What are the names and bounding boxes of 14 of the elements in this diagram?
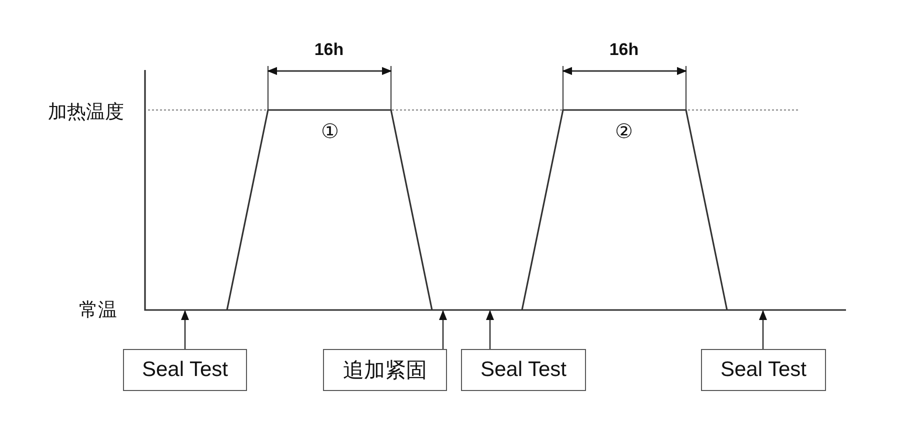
callout-number: ② <box>615 119 633 143</box>
arrow <box>439 310 447 349</box>
axis-label: 常温 <box>79 299 117 323</box>
arrow <box>759 310 767 349</box>
label-box: Seal Test <box>123 349 247 391</box>
arrow <box>181 310 189 349</box>
dimension-label: 16h <box>609 40 639 60</box>
label-box: 追加紧固 <box>323 349 447 391</box>
dimension-label: 16h <box>314 40 344 60</box>
label-box: Seal Test <box>461 349 586 391</box>
arrow <box>486 310 494 349</box>
axis-label: 加热温度 <box>48 101 124 125</box>
callout-number: ① <box>321 119 339 143</box>
label-box: Seal Test <box>701 349 826 391</box>
